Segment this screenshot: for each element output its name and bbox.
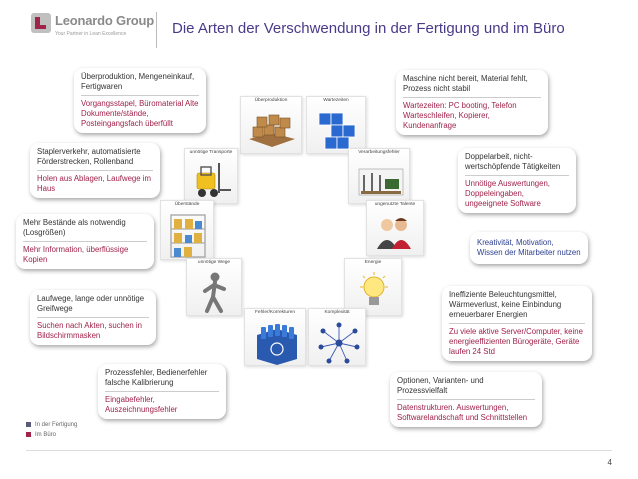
card-komplexitaet: Komplexität	[308, 308, 366, 366]
leonardo-logo-icon	[30, 12, 52, 34]
bubble-buero-text: Mehr Information, überflüssige Kopien	[23, 245, 147, 265]
bubble-fehler-korrekturen: Prozessfehler, Bedienerfehler falsche Ka…	[98, 364, 226, 419]
bubble-fertigung-text: Ineffiziente Beleuchtungsmittel, Wärmeve…	[449, 290, 585, 320]
card-ueberstaende: Überstände	[160, 200, 214, 260]
card-label: unnötige Wege	[187, 260, 241, 265]
bubble-divider	[37, 317, 149, 318]
bubble-wartezeiten: Maschine nicht bereit, Material fehlt, P…	[396, 70, 548, 135]
bubble-buero-text: Suchen nach Akten, suchen in Bildschirmm…	[37, 321, 149, 341]
card-label: Komplexität	[309, 310, 365, 315]
card-label: Energie	[345, 260, 401, 265]
bubble-buero-text: Vorgangsstapel, Büromaterial Alte Dokume…	[81, 99, 199, 129]
company-logo: Leonardo Group Your Partner in Lean Exce…	[30, 10, 142, 44]
page-title: Die Arten der Verschwendung in der Ferti…	[172, 20, 565, 37]
workshop-icon	[355, 161, 407, 201]
bubble-buero-text: Zu viele aktive Server/Computer, keine e…	[449, 327, 585, 357]
bubble-buero-text: Unnötige Auswertungen, Doppeleingaben, u…	[465, 179, 569, 209]
bubble-buero-text: Eingabefehler, Auszeichnungsfehler	[105, 395, 219, 415]
card-unnoetige-transporte: unnötige Transporte	[184, 148, 238, 204]
bubble-divider	[81, 95, 199, 96]
legend-label: In der Fertigung	[35, 422, 77, 428]
card-label: unnötige Transporte	[185, 150, 237, 155]
bubble-divider	[37, 170, 153, 171]
bubble-fertigung-text: Maschine nicht bereit, Material fehlt, P…	[403, 74, 541, 94]
people-icon	[373, 213, 419, 253]
card-unnoetige-wege: unnötige Wege	[186, 258, 242, 316]
card-wartezeiten: Wartezeiten	[306, 96, 366, 154]
logo-name: Leonardo Group	[55, 13, 154, 28]
bubble-unnoetige-wege: Laufwege, lange oder unnötige Greifwege …	[30, 290, 156, 345]
bubble-fertigung-text: Prozessfehler, Bedienerfehler falsche Ka…	[105, 368, 219, 388]
bubble-buero-text: Wartezeiten: PC booting, Telefon Wartesc…	[403, 101, 541, 131]
bubble-divider	[105, 391, 219, 392]
bubble-divider	[403, 97, 541, 98]
bubble-unnoetige-transporte: Staplerverkehr, automatisierte Förderstr…	[30, 143, 160, 198]
card-label: Verarbeitungsfehler	[349, 150, 409, 155]
forklift-icon	[191, 161, 233, 201]
card-ungenutzte-talente: ungenutzte Talente	[366, 200, 424, 256]
card-ueberproduktion: Überproduktion	[240, 96, 302, 154]
card-label: Fehler/Korrekturen	[245, 310, 305, 315]
legend-swatch-fertigung	[26, 422, 31, 427]
walking-person-icon	[197, 271, 233, 315]
card-fehler-korrekturen: Fehler/Korrekturen	[244, 308, 306, 366]
card-verarbeitungsfehler: Verarbeitungsfehler	[348, 148, 410, 204]
legend-buero: Im Büro	[26, 432, 56, 438]
footer-divider	[26, 450, 612, 451]
card-label: ungenutzte Talente	[367, 202, 423, 207]
logo-tagline: Your Partner in Lean Excellence	[55, 31, 126, 37]
blue-cubes-icon	[315, 109, 359, 151]
legend-swatch-buero	[26, 432, 31, 437]
bubble-fertigung-text: Laufwege, lange oder unnötige Greifwege	[37, 294, 149, 314]
bubble-text: Kreativität, Motivation, Wissen der Mita…	[477, 238, 581, 258]
bubble-energie: Ineffiziente Beleuchtungsmittel, Wärmeve…	[442, 286, 592, 361]
battery-bin-icon	[253, 321, 301, 365]
bubble-divider	[449, 323, 585, 324]
network-icon	[317, 321, 361, 365]
bubble-fertigung-text: Mehr Bestände als notwendig (Losgrößen)	[23, 218, 147, 238]
bubble-ueberproduktion: Überproduktion, Mengeneinkauf, Fertigwar…	[74, 68, 206, 133]
bubble-ueberstaende: Mehr Bestände als notwendig (Losgrößen) …	[16, 214, 154, 269]
card-label: Überstände	[161, 202, 213, 207]
bubble-fertigung-text: Staplerverkehr, automatisierte Förderstr…	[37, 147, 153, 167]
bubble-komplexitaet: Optionen, Varianten- und Prozessvielfalt…	[390, 372, 542, 427]
card-label: Wartezeiten	[307, 98, 365, 103]
shelf-icon	[167, 213, 209, 259]
bubble-fertigung-text: Doppelarbeit, nicht-wertschöpfende Tätig…	[465, 152, 569, 172]
page-number: 4	[608, 458, 612, 467]
bubble-fertigung-text: Überproduktion, Mengeneinkauf, Fertigwar…	[81, 72, 199, 92]
bubble-divider	[465, 175, 569, 176]
header-divider	[156, 12, 157, 48]
bubble-fertigung-text: Optionen, Varianten- und Prozessvielfalt	[397, 376, 535, 396]
bubble-divider	[23, 241, 147, 242]
bubble-divider	[397, 399, 535, 400]
bubble-buero-text: Holen aus Ablagen, Laufwege im Haus	[37, 174, 153, 194]
legend-fertigung: In der Fertigung	[26, 422, 77, 428]
bubble-ungenutzte-talente: Kreativität, Motivation, Wissen der Mita…	[470, 232, 588, 264]
pallet-boxes-icon	[247, 109, 297, 151]
legend-label: Im Büro	[35, 432, 56, 438]
bubble-buero-text: Datenstrukturen. Auswertungen, Softwarel…	[397, 403, 535, 423]
bubble-verarbeitungsfehler: Doppelarbeit, nicht-wertschöpfende Tätig…	[458, 148, 576, 213]
card-label: Überproduktion	[241, 98, 301, 103]
